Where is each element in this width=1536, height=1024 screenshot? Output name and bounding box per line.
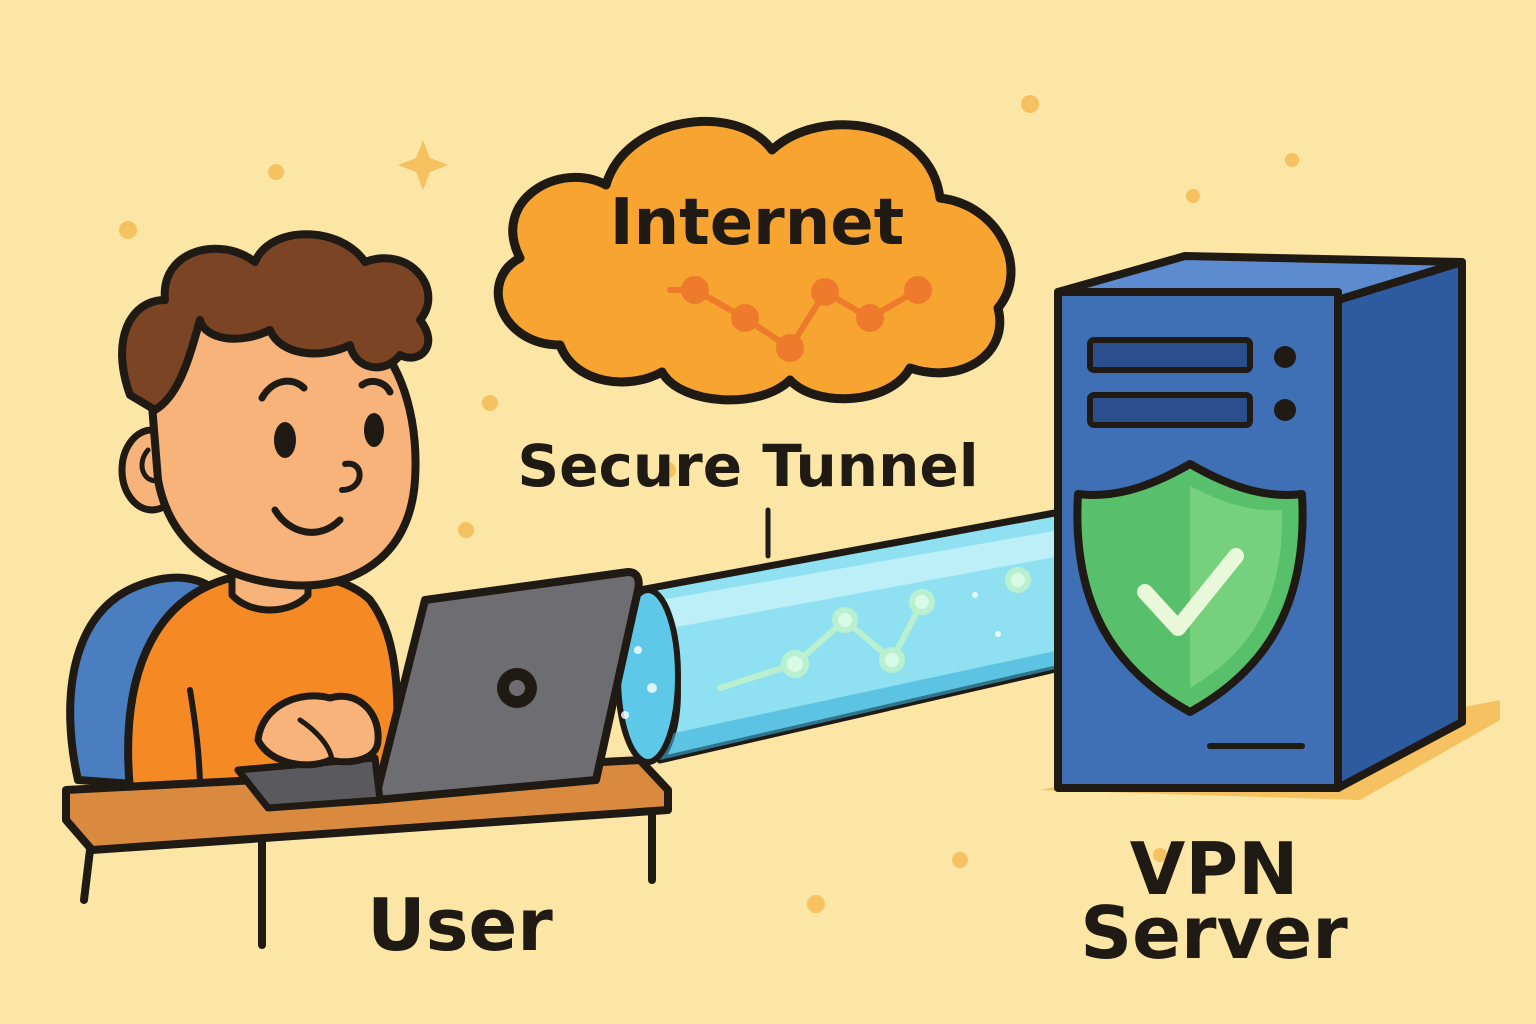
user-hair <box>118 230 433 414</box>
server-drive-bay-2 <box>1087 392 1253 428</box>
user-hand <box>254 692 382 769</box>
background-sparkles <box>119 95 1299 913</box>
cloud-network-icon <box>667 276 932 362</box>
shield-check-icon <box>1073 460 1307 716</box>
user-eye-right <box>364 413 384 447</box>
user-label: User <box>367 883 553 967</box>
tunnel-label: Secure Tunnel <box>517 432 978 500</box>
cloud-icon <box>493 116 1016 405</box>
secure-tunnel <box>615 508 1064 765</box>
server-side <box>1334 258 1466 792</box>
desk-front <box>63 790 671 854</box>
vpn-server <box>1040 252 1500 800</box>
user-eyebrow-left <box>258 377 308 402</box>
server-label-line1: VPN <box>1130 827 1299 911</box>
server-led-1 <box>1274 346 1296 368</box>
tunnel-shadow <box>660 650 1060 760</box>
tunnel-bubbles <box>621 592 1001 719</box>
cloud-label: Internet <box>610 186 905 260</box>
user-finger <box>297 717 335 763</box>
tunnel-highlight <box>650 530 1060 630</box>
person-icon <box>118 230 433 590</box>
user-eyebrow-right <box>358 378 394 396</box>
server-drive-bay-1 <box>1087 337 1253 373</box>
server-label-line2: Server <box>1080 891 1348 975</box>
internet-cloud: Internet <box>493 116 1016 405</box>
user-eye-left <box>274 422 296 458</box>
user-workstation <box>62 230 672 949</box>
desk-leg-left <box>80 846 94 904</box>
server-led-2 <box>1274 399 1296 421</box>
user-nose <box>339 460 363 493</box>
tunnel-network-icon <box>717 567 1031 691</box>
laptop-logo-inner <box>509 680 525 696</box>
user-smile <box>271 506 344 536</box>
